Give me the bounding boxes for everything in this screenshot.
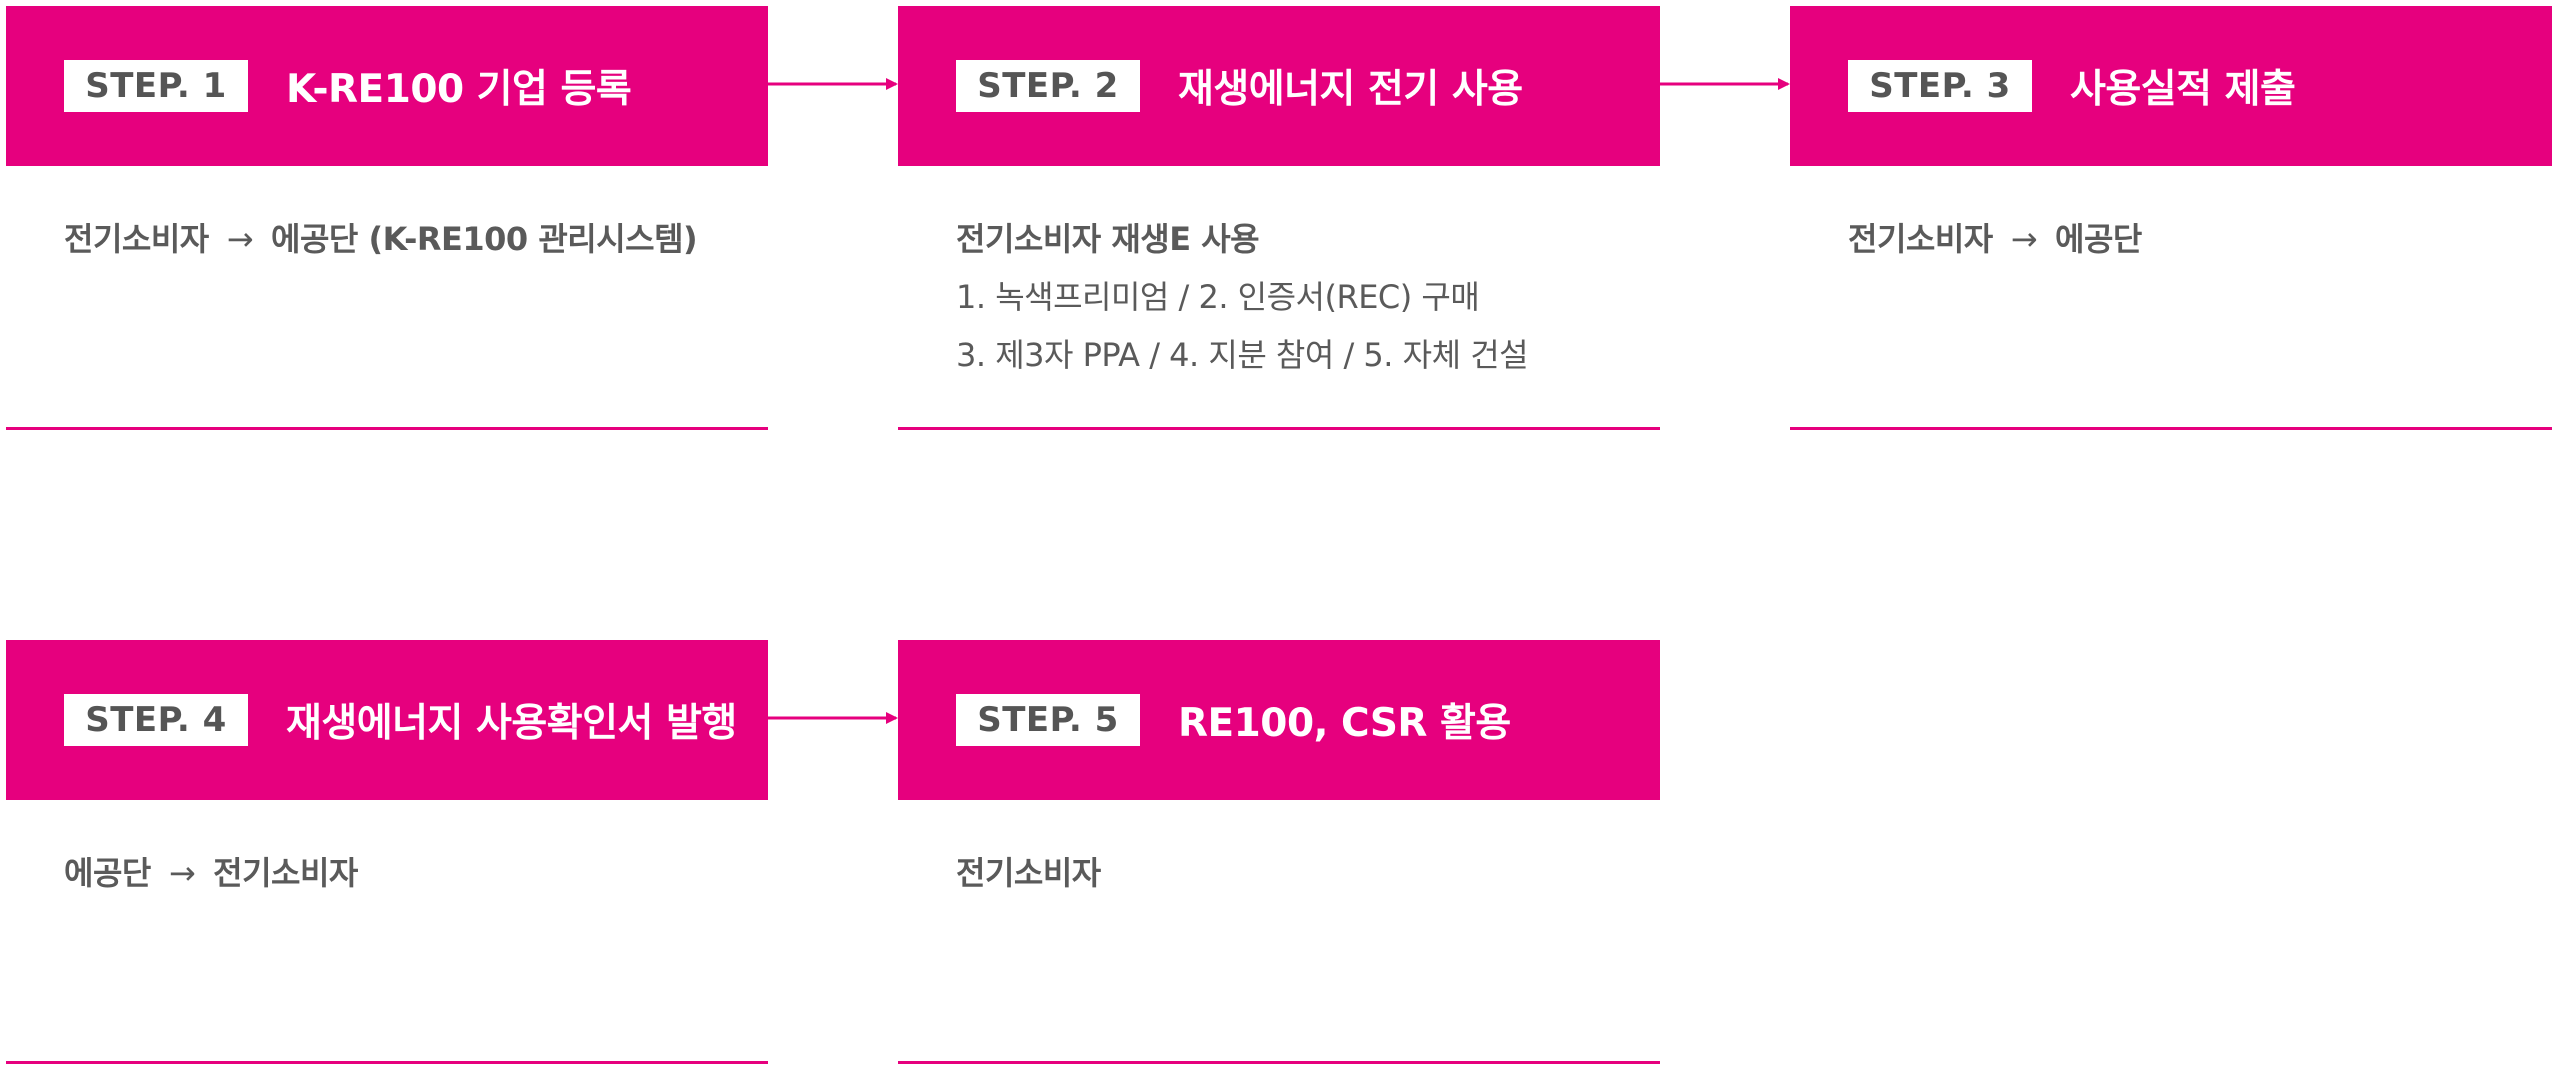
step-5-badge: STEP. 5 [956,694,1140,746]
step-4-badge: STEP. 4 [64,694,248,746]
step-5-header: STEP. 5 RE100, CSR 활용 [898,640,1660,800]
step-4-flow-to: 전기소비자 [213,854,358,892]
step-4-flow: 에공단 → 전기소비자 [64,844,358,902]
step-4-flow-from: 에공단 [64,854,151,892]
step-2-line-1: 전기소비자 재생E 사용 [956,220,1260,258]
step-2-description: 전기소비자 재생E 사용 1. 녹색프리미엄 / 2. 인증서(REC) 구매 … [898,210,1660,384]
step-5-line-1: 전기소비자 [956,854,1101,892]
step-5-description: 전기소비자 [898,844,1660,902]
step-3-header: STEP. 3 사용실적 제출 [1790,6,2552,166]
step-2-line-3: 3. 제3자 PPA / 4. 지분 참여 / 5. 자체 건설 [956,336,1529,374]
step-1-description: 전기소비자 → 에공단 (K-RE100 관리시스템) [6,210,768,268]
step-4-description: 에공단 → 전기소비자 [6,844,768,902]
step-2: STEP. 2 재생에너지 전기 사용 전기소비자 재생E 사용 1. 녹색프리… [898,6,1660,430]
step-3-description: 전기소비자 → 에공단 [1790,210,2552,268]
step-1-divider [6,427,768,430]
step-4-header: STEP. 4 재생에너지 사용확인서 발행 [6,640,768,800]
step-2-title: 재생에너지 전기 사용 [1178,67,1523,112]
flow-arrow-icon: → [226,220,254,258]
step-4: STEP. 4 재생에너지 사용확인서 발행 에공단 → 전기소비자 [6,640,768,1064]
flow-arrow-icon: → [2010,220,2038,258]
step-1-flow-from: 전기소비자 [64,220,209,258]
step-1-flow-to: 에공단 (K-RE100 관리시스템) [271,220,698,258]
step-3-flow-to: 에공단 [2055,220,2142,258]
step-5: STEP. 5 RE100, CSR 활용 전기소비자 [898,640,1660,1064]
step-3: STEP. 3 사용실적 제출 전기소비자 → 에공단 [1790,6,2552,430]
step-1: STEP. 1 K-RE100 기업 등록 전기소비자 → 에공단 (K-RE1… [6,6,768,430]
step-2-divider [898,427,1660,430]
step-4-divider [6,1061,768,1064]
step-1-header: STEP. 1 K-RE100 기업 등록 [6,6,768,166]
step-2-header: STEP. 2 재생에너지 전기 사용 [898,6,1660,166]
flow-arrow-icon: → [168,854,196,892]
step-1-title: K-RE100 기업 등록 [286,67,632,112]
step-3-title: 사용실적 제출 [2070,67,2296,112]
step-1-badge: STEP. 1 [64,60,248,112]
step-5-title: RE100, CSR 활용 [1178,701,1511,746]
step-3-divider [1790,427,2552,430]
step-2-badge: STEP. 2 [956,60,1140,112]
step-3-flow: 전기소비자 → 에공단 [1848,210,2142,268]
step-3-flow-from: 전기소비자 [1848,220,1993,258]
step-4-title: 재생에너지 사용확인서 발행 [286,701,737,746]
step-3-badge: STEP. 3 [1848,60,2032,112]
step-1-flow: 전기소비자 → 에공단 (K-RE100 관리시스템) [64,210,698,268]
step-2-line-2: 1. 녹색프리미엄 / 2. 인증서(REC) 구매 [956,278,1480,316]
step-5-divider [898,1061,1660,1064]
